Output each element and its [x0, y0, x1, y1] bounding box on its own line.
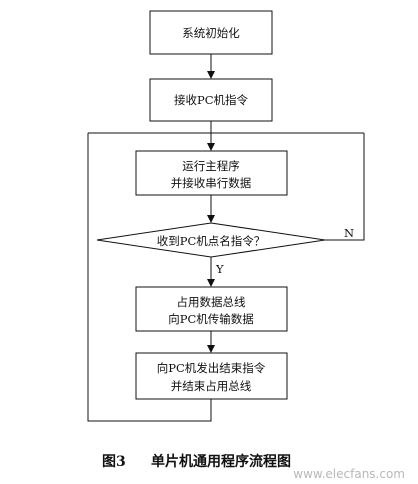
- node-send-end-line1: 向PC机发出结束指令: [157, 361, 266, 375]
- node-init-label: 系统初始化: [182, 26, 240, 40]
- loop-back-line: [87, 133, 212, 422]
- branch-no-line: [325, 133, 365, 241]
- node-run-main: 运行主程序 并接收串行数据: [135, 150, 288, 196]
- node-send-end-box: [135, 352, 288, 400]
- node-run-main-line2: 并接收串行数据: [171, 176, 252, 190]
- node-send-end: 向PC机发出结束指令 并结束占用总线: [135, 352, 288, 400]
- node-occupy-bus-line1: 占用数据总线: [177, 295, 246, 309]
- figure-title: 单片机通用程序流程图: [151, 453, 291, 470]
- branch-yes-label: Y: [215, 262, 224, 276]
- node-run-main-line1: 运行主程序: [182, 159, 240, 173]
- node-recv-cmd-box: [149, 78, 273, 122]
- node-send-end-line2: 并结束占用总线: [171, 379, 252, 393]
- node-recv-cmd: 接收PC机指令: [149, 78, 273, 122]
- node-init-box: [149, 10, 273, 55]
- figure-number: 图3: [102, 454, 126, 470]
- node-decision: 收到PC机点名指令？: [96, 222, 326, 258]
- node-recv-cmd-label: 接收PC机指令: [174, 93, 249, 107]
- node-decision-label: 收到PC机点名指令？: [157, 234, 266, 248]
- node-run-main-box: [135, 150, 288, 196]
- branch-no-label: N: [344, 226, 354, 240]
- node-occupy-bus-box: [135, 286, 288, 332]
- watermark-text: www.elecfans.com: [293, 467, 405, 481]
- node-occupy-bus-line2: 向PC机传输数据: [168, 312, 254, 326]
- node-occupy-bus: 占用数据总线 向PC机传输数据: [135, 286, 288, 332]
- node-init: 系统初始化: [149, 10, 273, 55]
